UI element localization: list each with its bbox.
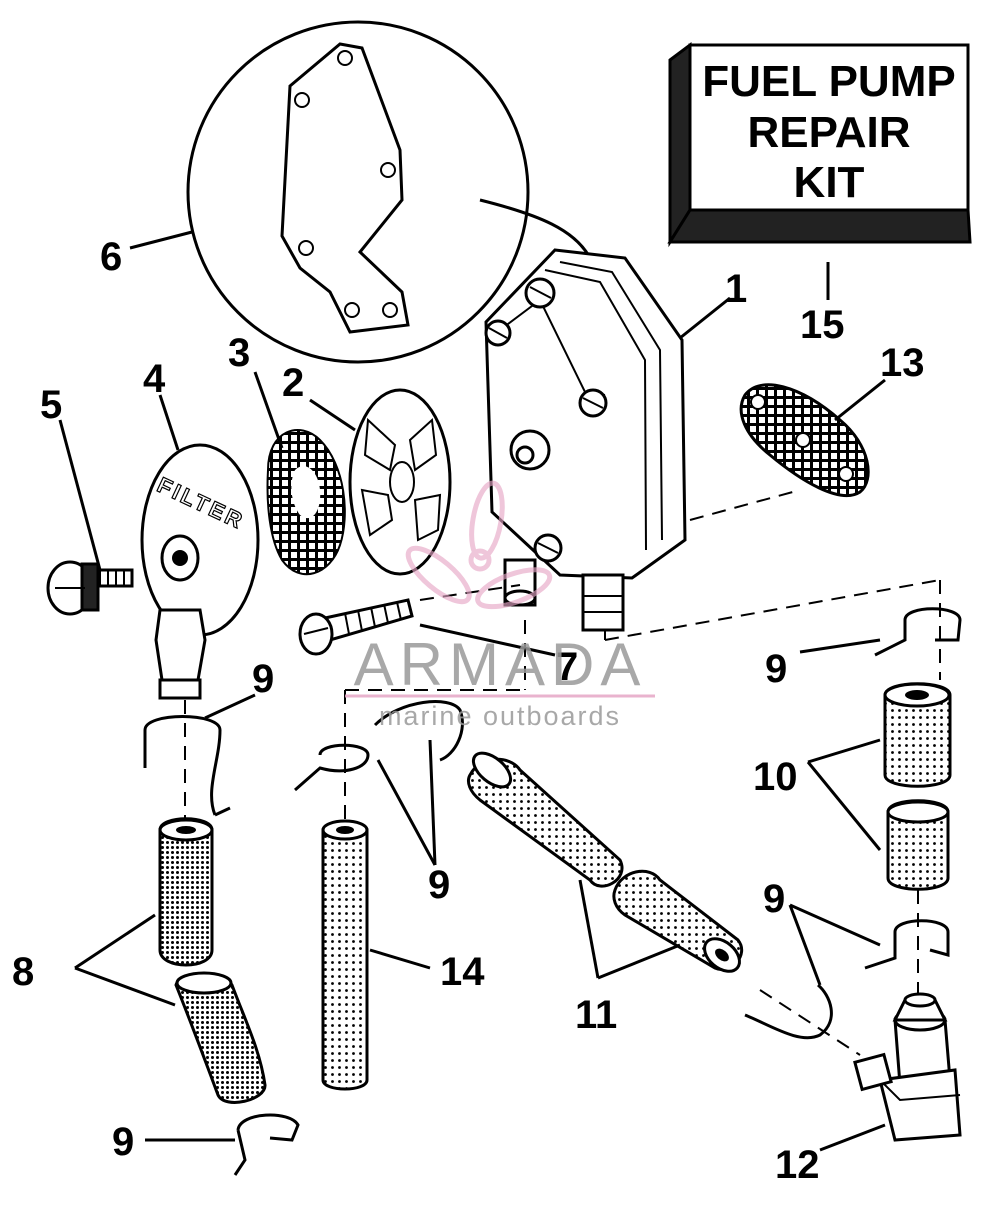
- callout-13: 13: [880, 341, 925, 385]
- callout-8: 8: [12, 950, 34, 994]
- kit-label-line-3: KIT: [794, 158, 865, 207]
- fuel-hose-14: [321, 819, 369, 1091]
- callout-1: 1: [725, 267, 747, 311]
- callout-12: 12: [775, 1143, 820, 1187]
- propeller-logo: [405, 480, 553, 610]
- gasket-detail-circle: [186, 20, 592, 364]
- hose-clamp-9-right-top: [874, 607, 962, 657]
- kit-label-line-1: FUEL PUMP: [702, 57, 955, 106]
- fuel-pump-body: [484, 248, 687, 632]
- armada-watermark: ARMADA marine outboards: [345, 480, 655, 731]
- callout-15: 15: [800, 303, 845, 347]
- long-screw: [298, 598, 414, 656]
- callout-14: 14: [440, 950, 485, 994]
- elbow-fitting: [853, 992, 962, 1142]
- mounting-gasket: [739, 383, 870, 498]
- leader-lines: [58, 230, 886, 1152]
- callout-6: 6: [100, 235, 122, 279]
- callout-9-bottom: 9: [112, 1120, 134, 1164]
- hose-clamp-9-right-bottom: [744, 919, 950, 1040]
- filter-screen: [266, 429, 346, 576]
- callout-3: 3: [228, 331, 250, 375]
- callout-9-right-bottom: 9: [763, 877, 785, 921]
- callout-9-right-top: 9: [765, 647, 787, 691]
- callout-5: 5: [40, 383, 62, 427]
- fuel-filter-10-lower: [886, 799, 950, 891]
- hose-clamp-9-middle: [294, 700, 464, 792]
- callout-9-middle: 9: [428, 863, 450, 907]
- callout-2: 2: [282, 361, 304, 405]
- fuel-hose-8-upper: [158, 817, 214, 967]
- watermark-tagline: marine outboards: [379, 701, 621, 731]
- fuel-hose-8-lower: [174, 971, 267, 1104]
- watermark-brand: ARMADA: [354, 631, 647, 698]
- fuel-hose-11-upper: [466, 751, 624, 888]
- strainer-disc: [348, 388, 452, 576]
- callout-7: 7: [556, 645, 578, 689]
- callout-9-left: 9: [252, 657, 274, 701]
- callout-11: 11: [575, 993, 617, 1037]
- filter-cover: FILTER: [140, 443, 260, 700]
- hose-clamp-9-bottom: [233, 1113, 300, 1176]
- callout-10: 10: [753, 755, 798, 799]
- thumb-screw: [46, 560, 134, 616]
- callout-4: 4: [143, 357, 166, 401]
- fuel-filter-10-upper: [883, 682, 952, 788]
- hose-clamp-9-left-top: [143, 715, 231, 817]
- fuel-hose-11-lower: [612, 869, 744, 973]
- repair-kit-box: FUEL PUMP REPAIR KIT: [667, 42, 972, 248]
- kit-label-line-2: REPAIR: [748, 108, 911, 157]
- callout-numbers: 1 2 3 4 5 6 7 8 9 9 9 9 9 10 11 12 13 14…: [12, 235, 925, 1187]
